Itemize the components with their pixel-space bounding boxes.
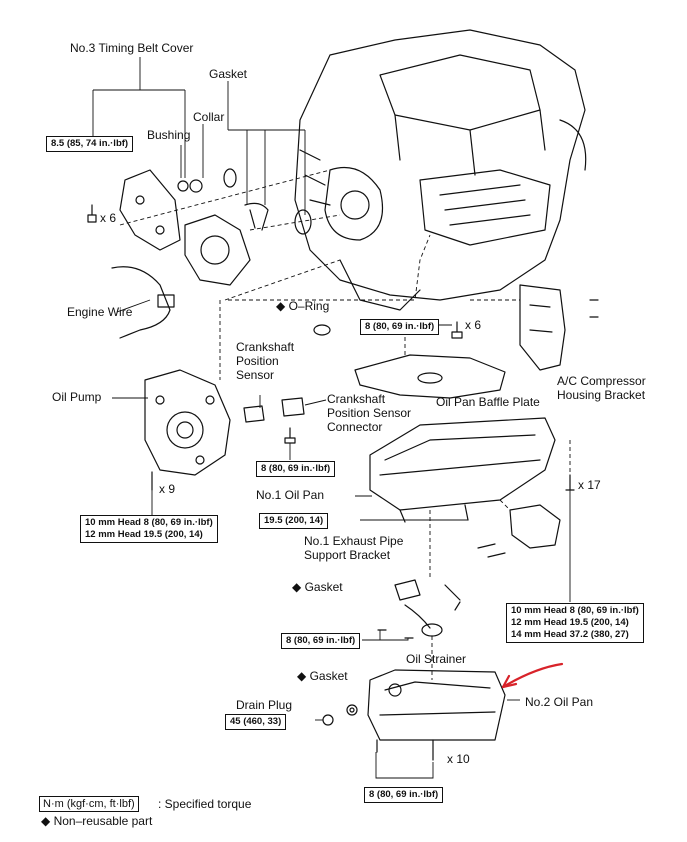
gasket-mid-text: Gasket <box>304 580 343 594</box>
label-no2-oil-pan: No.2 Oil Pan <box>525 695 594 709</box>
multiplier-baffle: x 6 <box>465 318 482 332</box>
multiplier-pan1: x 17 <box>578 478 601 492</box>
label-exhaust-bracket: No.1 Exhaust Pipe Support Bracket <box>304 534 404 562</box>
multiplier-timing-cover: x 6 <box>100 211 117 225</box>
torque-strainer: 8 (80, 69 in.·lbf) <box>281 633 361 649</box>
multiplier-pan2: x 10 <box>447 752 470 766</box>
label-crank-sensor-connector: Crankshaft Position Sensor Connector <box>327 392 412 434</box>
torque-pump-box: 10 mm Head 8 (80, 69 in.·lbf) 12 mm Head… <box>80 515 218 543</box>
torque-bracket: 19.5 (200, 14) <box>259 513 329 529</box>
legend-unit-desc: : Specified torque <box>158 797 252 811</box>
torque-pan1-line-1: 10 mm Head 8 (80, 69 in.·lbf) <box>511 605 639 616</box>
torque-pan1-line-2: 12 mm Head 19.5 (200, 14) <box>511 617 629 628</box>
torque-pump-line-2: 12 mm Head 19.5 (200, 14) <box>85 529 203 540</box>
label-gasket-low: ◆ Gasket <box>297 669 348 683</box>
torque-timing-cover: 8.5 (85, 74 in.·lbf) <box>46 136 134 152</box>
non-reusable-diamond: ◆ <box>297 669 307 683</box>
torque-drain: 45 (460, 33) <box>225 714 287 730</box>
label-o-ring: ◆ O–Ring <box>276 299 329 313</box>
label-bushing: Bushing <box>147 128 191 142</box>
label-no1-oil-pan: No.1 Oil Pan <box>256 488 325 502</box>
non-reusable-diamond: ◆ <box>276 299 286 313</box>
legend-non-reusable: ◆ Non–reusable part <box>41 814 153 828</box>
multiplier-pump: x 9 <box>159 482 176 496</box>
torque-pan2: 8 (80, 69 in.·lbf) <box>364 787 444 803</box>
label-oil-strainer: Oil Strainer <box>406 652 467 666</box>
torque-pan1-box: 10 mm Head 8 (80, 69 in.·lbf) 12 mm Head… <box>506 603 644 643</box>
label-crank-sensor: Crankshaft Position Sensor <box>236 340 295 382</box>
o-ring-text: O–Ring <box>288 299 330 313</box>
engine-block <box>294 29 587 311</box>
label-gasket-top: Gasket <box>209 67 248 81</box>
non-reusable-diamond: ◆ <box>292 580 302 594</box>
label-baffle-plate: Oil Pan Baffle Plate <box>436 395 540 409</box>
oil-pump-art <box>144 369 231 476</box>
torque-baffle: 8 (80, 69 in.·lbf) <box>360 319 440 335</box>
label-oil-pump: Oil Pump <box>52 390 102 404</box>
legend-unit-box: N·m (kgf·cm, ft·lbf) <box>39 796 139 812</box>
no2-oil-pan-art <box>367 669 506 741</box>
torque-pan1-line-3: 14 mm Head 37.2 (380, 27) <box>511 629 629 640</box>
torque-pump-line-1: 10 mm Head 8 (80, 69 in.·lbf) <box>85 517 213 528</box>
torque-sensor: 8 (80, 69 in.·lbf) <box>256 461 336 477</box>
red-annotation-arrow <box>501 662 564 689</box>
gasket-low-text: Gasket <box>309 669 348 683</box>
label-engine-wire: Engine Wire <box>67 305 133 319</box>
label-ac-bracket: A/C Compressor Housing Bracket <box>557 374 646 402</box>
label-drain-plug: Drain Plug <box>236 698 293 712</box>
label-gasket-mid: ◆ Gasket <box>292 580 343 594</box>
timing-belt-cover <box>119 169 251 286</box>
label-collar: Collar <box>193 110 225 124</box>
label-timing-belt-cover: No.3 Timing Belt Cover <box>70 41 194 55</box>
